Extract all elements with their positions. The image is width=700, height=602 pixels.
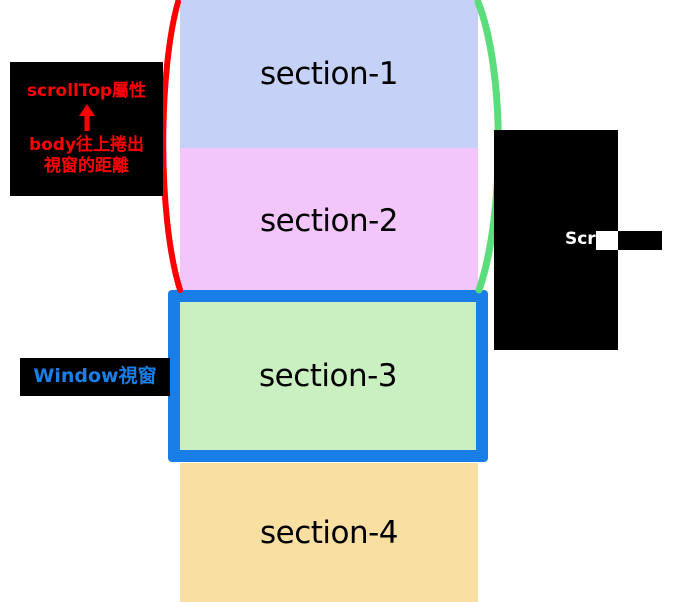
window-viewport-annotation: Window視窗 (20, 358, 170, 396)
section-3-label: section-3 (258, 358, 398, 394)
viewport-highlight-frame: section-3 (168, 290, 488, 462)
section-1-block: section-1 (180, 0, 478, 148)
label-occluder-fill (618, 231, 662, 250)
scrolltop-line-1: scrollTop屬性 (26, 80, 147, 101)
scrolltop-line-3: 視窗的距離 (44, 156, 129, 177)
red-brace-icon (160, 0, 183, 293)
scrolltop-line-2: body往上捲出 (28, 134, 145, 155)
window-annotation-label: Window視窗 (33, 365, 157, 388)
arrow-up-icon (78, 103, 95, 131)
scrolltop-annotation: scrollTop屬性 body往上捲出 視窗的距離 (10, 62, 163, 196)
section-1-label: section-1 (259, 56, 399, 92)
section-4-block: section-4 (180, 463, 478, 602)
section-2-block: section-2 (180, 148, 478, 293)
section-2-label: section-2 (259, 202, 399, 239)
section-3-block: section-3 (180, 302, 476, 450)
section-4-label: section-4 (259, 514, 399, 551)
